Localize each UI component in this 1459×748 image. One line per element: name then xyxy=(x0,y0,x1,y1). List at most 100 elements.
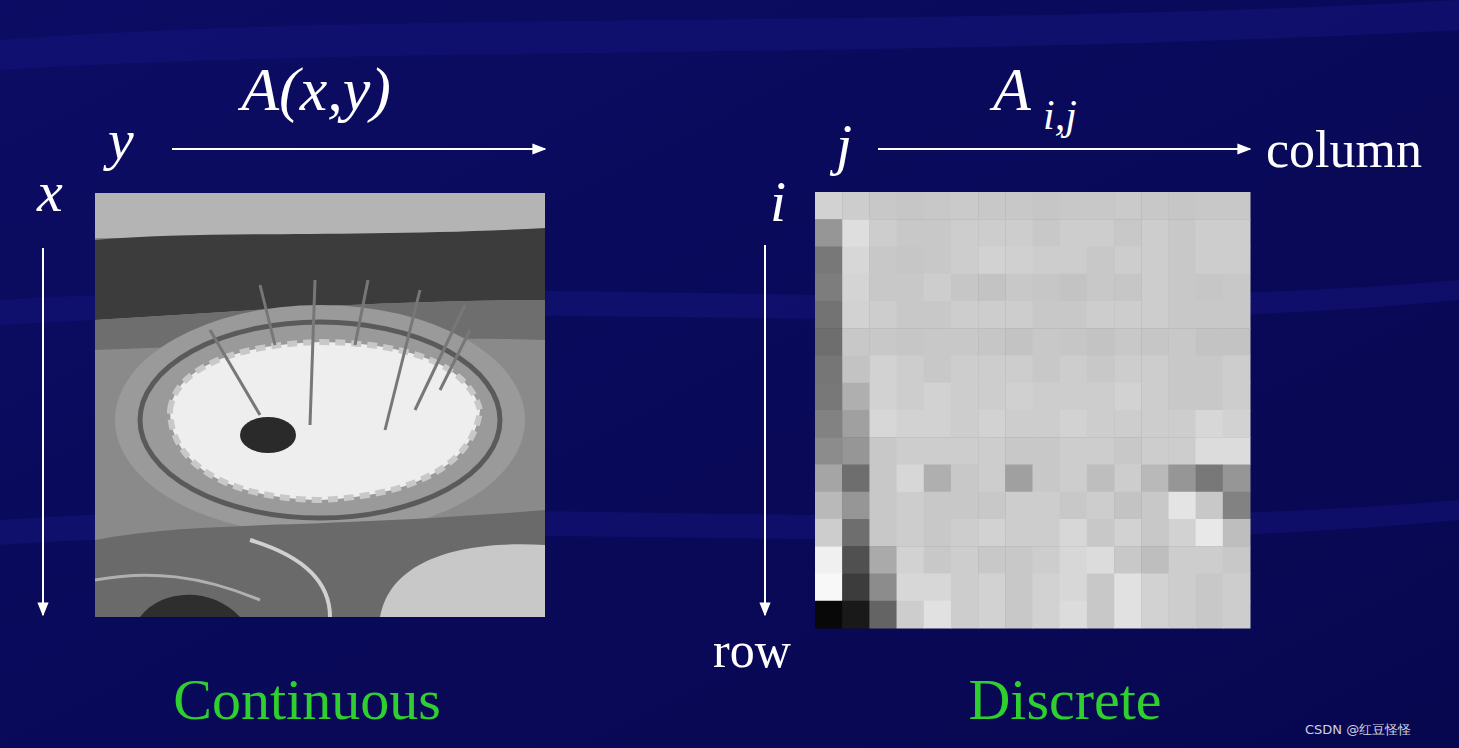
pixel-cell xyxy=(1114,410,1142,438)
pixel-cell xyxy=(1087,546,1115,574)
pixel-cell xyxy=(1005,356,1033,384)
pixel-cell xyxy=(897,519,925,547)
pixel-cell xyxy=(1087,247,1115,275)
pixel-cell xyxy=(1087,601,1115,629)
pixel-cell xyxy=(1141,601,1169,629)
pixel-cell xyxy=(1087,492,1115,520)
pixel-cell xyxy=(1196,437,1224,465)
pixel-cell xyxy=(1196,574,1224,602)
pixel-cell xyxy=(978,274,1006,302)
pixel-cell xyxy=(1114,492,1142,520)
pixel-cell xyxy=(1141,574,1169,602)
subscript-label: i,j xyxy=(1043,94,1077,136)
column-axis-arrow xyxy=(878,148,1250,150)
pixel-cell xyxy=(842,519,870,547)
pixel-cell xyxy=(842,274,870,302)
pixel-cell xyxy=(842,601,870,629)
pixel-cell xyxy=(897,356,925,384)
pixel-cell xyxy=(1196,274,1224,302)
pixel-cell xyxy=(869,492,897,520)
pixel-cell xyxy=(1060,274,1088,302)
pixel-cell xyxy=(1005,383,1033,411)
pixel-cell xyxy=(842,574,870,602)
function-label: A(x,y) xyxy=(241,58,391,120)
pixel-cell xyxy=(951,328,979,356)
pixel-cell xyxy=(815,519,843,547)
pixel-cell xyxy=(1141,492,1169,520)
pixel-cell xyxy=(1005,601,1033,629)
pixel-cell xyxy=(1033,519,1061,547)
pixel-cell xyxy=(1196,410,1224,438)
pixel-cell xyxy=(815,247,843,275)
pixel-cell xyxy=(1196,492,1224,520)
pixel-cell xyxy=(951,192,979,220)
pixel-cell xyxy=(815,356,843,384)
pixel-cell xyxy=(1033,465,1061,493)
row-axis-arrow xyxy=(764,245,766,615)
pixel-cell xyxy=(1087,274,1115,302)
pixel-cell xyxy=(1223,219,1251,247)
pixel-cell xyxy=(1033,247,1061,275)
pixel-cell xyxy=(842,328,870,356)
pixel-cell xyxy=(951,601,979,629)
pixel-cell xyxy=(842,546,870,574)
discrete-image xyxy=(815,192,1251,629)
pixel-cell xyxy=(1168,410,1196,438)
pixel-cell xyxy=(1168,492,1196,520)
pixel-cell xyxy=(1033,437,1061,465)
pixel-cell xyxy=(869,247,897,275)
pixel-cell xyxy=(1223,492,1251,520)
pixel-cell xyxy=(924,328,952,356)
pixel-cell xyxy=(1087,465,1115,493)
pixel-cell xyxy=(1223,274,1251,302)
pixel-cell xyxy=(1141,247,1169,275)
pixel-cell xyxy=(1141,192,1169,220)
pixel-cell xyxy=(1141,328,1169,356)
pixel-cell xyxy=(1114,519,1142,547)
pixel-cell xyxy=(897,574,925,602)
pixel-cell xyxy=(924,546,952,574)
pixel-cell xyxy=(1168,219,1196,247)
pixel-cell xyxy=(897,492,925,520)
pixel-cell xyxy=(1196,247,1224,275)
pixel-cell xyxy=(951,465,979,493)
pixel-cell xyxy=(869,465,897,493)
pixel-cell xyxy=(1141,383,1169,411)
pixel-cell xyxy=(869,383,897,411)
pixel-cell xyxy=(1005,301,1033,329)
pixel-cell xyxy=(1223,192,1251,220)
pixel-cell xyxy=(1168,192,1196,220)
pixel-cell xyxy=(842,437,870,465)
axis-name: row xyxy=(713,625,791,675)
pixel-cell xyxy=(869,601,897,629)
pixel-cell xyxy=(1141,356,1169,384)
pixel-cell xyxy=(1005,519,1033,547)
pixel-cell xyxy=(1196,383,1224,411)
pixel-cell xyxy=(1223,519,1251,547)
pixel-cell xyxy=(1223,247,1251,275)
pixel-cell xyxy=(924,519,952,547)
pixel-cell xyxy=(924,192,952,220)
axis-name: column xyxy=(1266,124,1422,176)
pixel-cell xyxy=(1168,356,1196,384)
pixel-cell xyxy=(1005,247,1033,275)
pixel-cell xyxy=(978,546,1006,574)
pixel-cell xyxy=(1141,410,1169,438)
pixel-cell xyxy=(1168,546,1196,574)
pixel-cell xyxy=(897,546,925,574)
pixel-cell xyxy=(1114,274,1142,302)
pixel-cell xyxy=(1114,328,1142,356)
pixel-cell xyxy=(1196,356,1224,384)
pixel-cell xyxy=(842,465,870,493)
pixel-cell xyxy=(951,356,979,384)
pixel-cell xyxy=(1060,465,1088,493)
axis-label: x xyxy=(37,163,63,221)
pixel-cell xyxy=(924,301,952,329)
pixel-cell xyxy=(951,383,979,411)
pixel-cell xyxy=(1223,356,1251,384)
pixel-cell xyxy=(1033,546,1061,574)
pixel-cell xyxy=(842,492,870,520)
pixel-cell xyxy=(951,410,979,438)
pixel-cell xyxy=(1114,546,1142,574)
pixel-cell xyxy=(815,274,843,302)
